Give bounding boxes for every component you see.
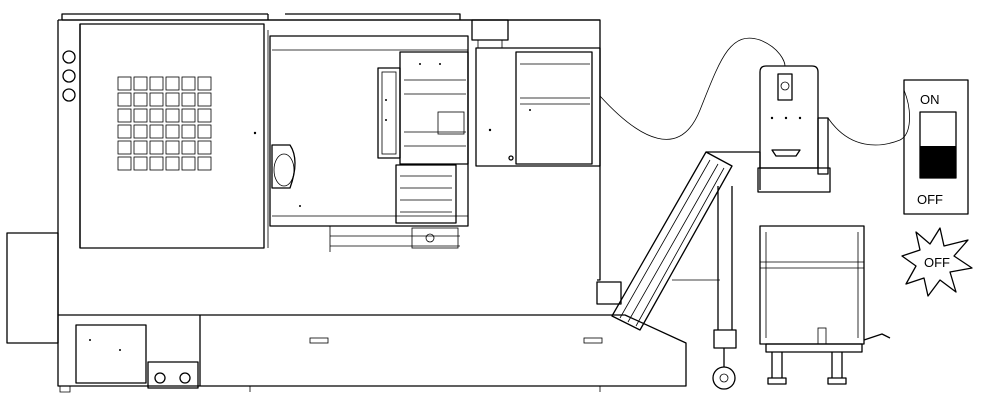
keypad-key — [149, 156, 164, 171]
keypad-key — [197, 92, 212, 107]
keypad-key — [165, 76, 180, 91]
keypad-key — [165, 108, 180, 123]
keypad-key — [117, 108, 132, 123]
keypad-key — [117, 76, 132, 91]
keypad-key — [197, 156, 212, 171]
chip-conveyor — [611, 151, 761, 390]
door-panel — [79, 23, 265, 249]
electrical-cabinet — [471, 19, 601, 167]
keypad-key — [181, 124, 196, 139]
keypad-key — [117, 156, 132, 171]
switch-off-label: OFF — [917, 192, 943, 207]
keypad-key — [165, 124, 180, 139]
machining-window — [269, 35, 469, 252]
keypad-key — [133, 156, 148, 171]
switch-on-label: ON — [920, 92, 940, 107]
keypad-key — [149, 92, 164, 107]
keypad-key — [165, 140, 180, 155]
keypad-key — [181, 92, 196, 107]
burst-off-text: OFF — [924, 255, 950, 270]
keypad-key — [117, 124, 132, 139]
power-cables — [599, 37, 910, 146]
keypad-key — [181, 108, 196, 123]
keypad-key — [133, 140, 148, 155]
chip-bin-cart — [759, 225, 891, 385]
keypad-key — [197, 76, 212, 91]
keypad-key — [181, 76, 196, 91]
keypad-key — [149, 76, 164, 91]
keypad-key — [181, 140, 196, 155]
control-knobs — [62, 50, 76, 102]
lathe-machine — [6, 13, 687, 393]
keypad-key — [165, 156, 180, 171]
keypad-key — [149, 108, 164, 123]
keypad-key — [165, 92, 180, 107]
keypad-key — [181, 156, 196, 171]
keypad-key — [117, 92, 132, 107]
keypad-key — [197, 124, 212, 139]
keypad-key — [149, 140, 164, 155]
machine-base — [57, 314, 687, 393]
power-switch: ON OFF — [903, 79, 969, 215]
keypad-key — [197, 140, 212, 155]
switch-lever-off-position — [920, 146, 956, 178]
keypad-grid — [117, 76, 212, 171]
keypad-key — [133, 92, 148, 107]
keypad-key — [149, 124, 164, 139]
keypad-key — [117, 140, 132, 155]
keypad-key — [197, 108, 212, 123]
keypad-key — [133, 76, 148, 91]
off-burst-callout: OFF — [901, 227, 973, 297]
keypad-key — [133, 108, 148, 123]
keypad-key — [133, 124, 148, 139]
control-pendant — [757, 65, 831, 193]
